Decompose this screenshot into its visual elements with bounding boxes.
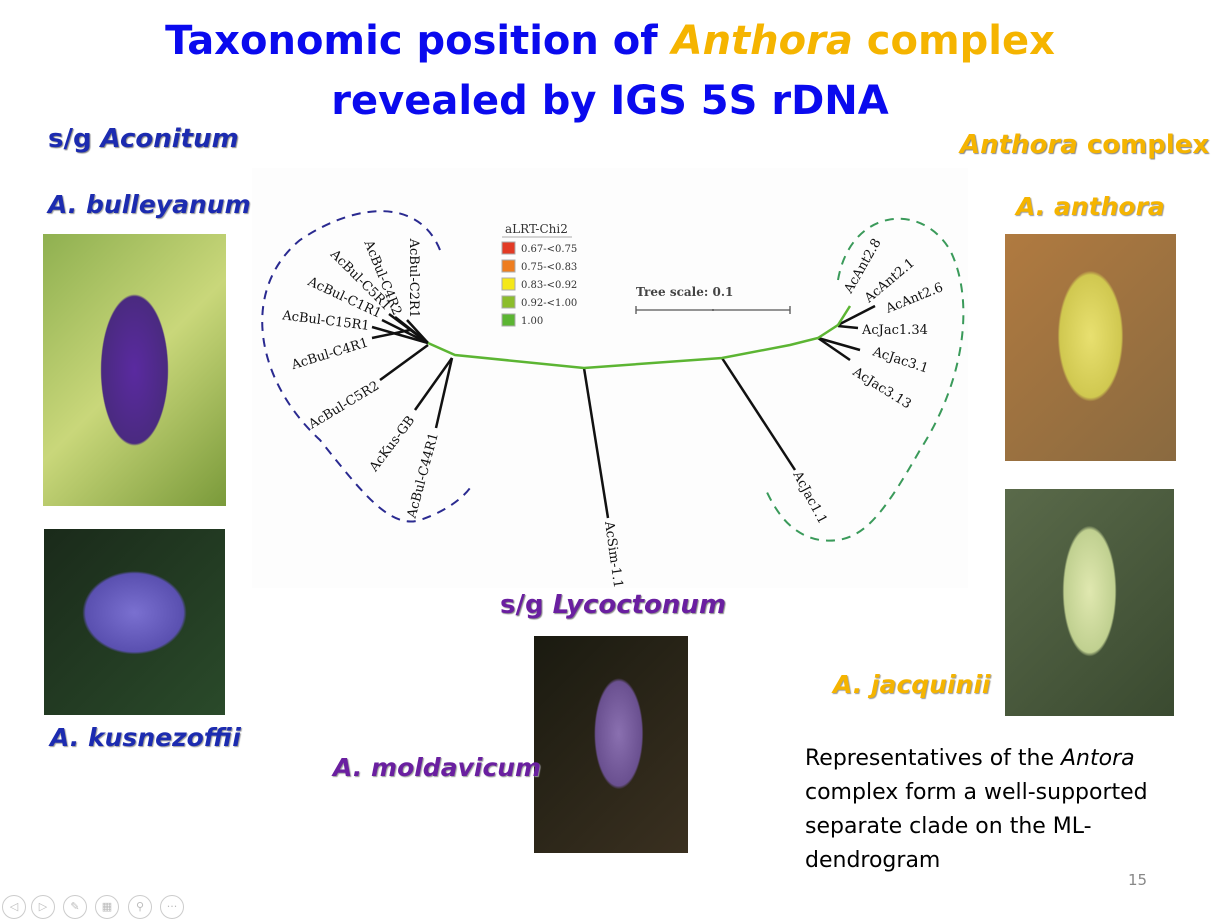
- label-moldavicum: A. moldavicum: [333, 753, 542, 782]
- tree-scale-label: Tree scale: 0.1: [636, 285, 733, 299]
- photo-jacquinii: [1005, 489, 1174, 716]
- page-number: 15: [1128, 871, 1148, 889]
- legend-label: 0.75-<0.83: [521, 262, 577, 273]
- heading-lycoctonum: s/g Lycoctonum: [500, 590, 727, 620]
- legend-swatch: [501, 259, 516, 273]
- tree-scale-bar: [635, 306, 791, 314]
- leaf-label: AcJac1.34: [861, 323, 928, 338]
- slide-title-line2: revealed by IGS 5S rDNA: [331, 78, 889, 124]
- legend-label: 0.83-<0.92: [521, 280, 577, 291]
- leaf-label: AcBul-C2R1: [406, 238, 421, 318]
- label-jacquinii: A. jacquinii: [833, 670, 991, 699]
- legend-swatch: [501, 277, 516, 291]
- description-text: Representatives of the Antora complex fo…: [805, 746, 1148, 873]
- label-bulleyanum: A. bulleyanum: [48, 190, 251, 219]
- heading-aconitum: s/g Aconitum: [48, 124, 239, 154]
- anthora-clade-outline: [764, 217, 965, 542]
- prev-icon[interactable]: ◁: [2, 895, 26, 919]
- legend-label: 0.67-<0.75: [521, 244, 577, 255]
- photo-anthora: [1005, 234, 1176, 461]
- legend-label: 0.92-<1.00: [521, 298, 577, 309]
- legend-swatch: [501, 313, 516, 327]
- tree-background: [252, 168, 968, 588]
- pen-icon[interactable]: ✎: [63, 895, 87, 919]
- slide-title-line1: Taxonomic position of Anthora complex: [165, 18, 1055, 64]
- photo-moldavicum: [534, 636, 688, 853]
- next-icon[interactable]: ▷: [31, 895, 55, 919]
- more-icon[interactable]: ···: [160, 895, 184, 919]
- slides-icon[interactable]: ▦: [95, 895, 119, 919]
- tree-branches: [371, 304, 876, 519]
- heading-anthora: Anthora complex: [960, 130, 1210, 160]
- legend-swatch: [501, 295, 516, 309]
- zoom-icon[interactable]: ⚲: [128, 895, 152, 919]
- tree-legend: aLRT-Chi2 0.67-<0.75 0.75-<0.83 0.83-<0.92…: [501, 222, 577, 327]
- legend-label: 1.00: [521, 316, 543, 327]
- label-kusnezoffii: A. kusnezoffii: [50, 723, 241, 752]
- legend-title: aLRT-Chi2: [505, 222, 568, 236]
- supported-branches: [427, 305, 852, 370]
- legend-swatch: [501, 241, 516, 255]
- label-anthora: A. anthora: [1016, 192, 1165, 221]
- photo-kusnezoffii: [44, 529, 225, 715]
- photo-bulleyanum: [43, 234, 226, 506]
